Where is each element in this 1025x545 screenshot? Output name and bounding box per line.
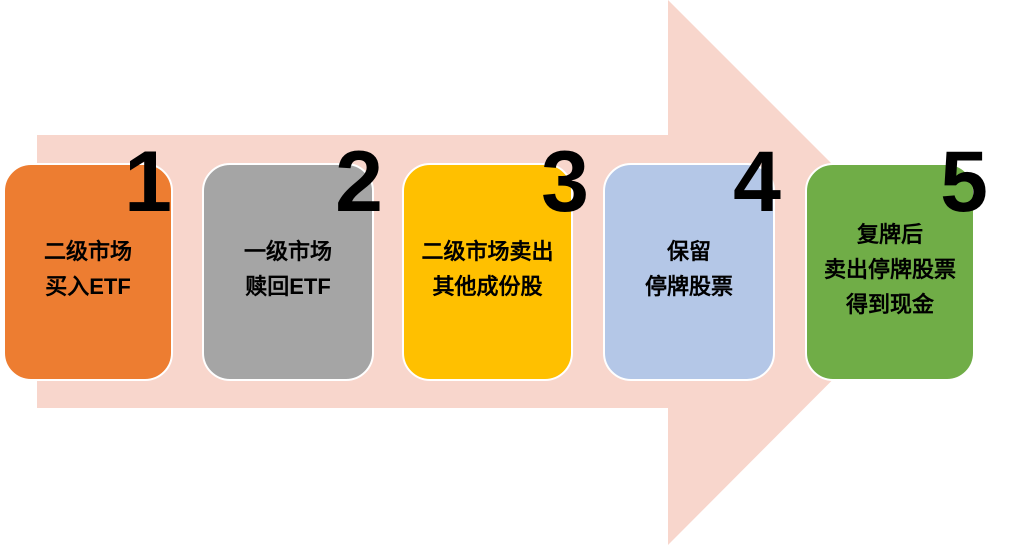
step-box-5: 复牌后 卖出停牌股票 得到现金 (805, 163, 975, 381)
step-number-3: 3 (541, 134, 589, 230)
step-1-line-2: 买入ETF (45, 274, 131, 299)
step-5-line-3: 得到现金 (845, 291, 934, 317)
step-box-2: 一级市场 赎回ETF (202, 163, 374, 381)
step-5-line-2: 卖出停牌股票 (823, 256, 956, 282)
step-box-3: 二级市场卖出 其他成份股 (402, 163, 573, 381)
step-number-4: 4 (733, 134, 781, 230)
step-box-1: 二级市场 买入ETF (3, 163, 173, 381)
step-4-line-2: 停牌股票 (644, 274, 733, 299)
step-5-line-1: 复牌后 (856, 221, 923, 247)
step-number-5: 5 (940, 134, 988, 230)
step-3-line-2: 其他成份股 (432, 274, 543, 299)
step-4-line-1: 保留 (666, 239, 711, 264)
step-box-4: 保留 停牌股票 (603, 163, 775, 381)
step-2-line-2: 赎回ETF (245, 274, 331, 299)
step-1-line-1: 二级市场 (43, 239, 132, 264)
step-2-line-1: 一级市场 (243, 239, 332, 264)
step-number-2: 2 (335, 134, 383, 230)
step-number-1: 1 (124, 134, 172, 230)
step-3-line-1: 二级市场卖出 (421, 239, 554, 264)
